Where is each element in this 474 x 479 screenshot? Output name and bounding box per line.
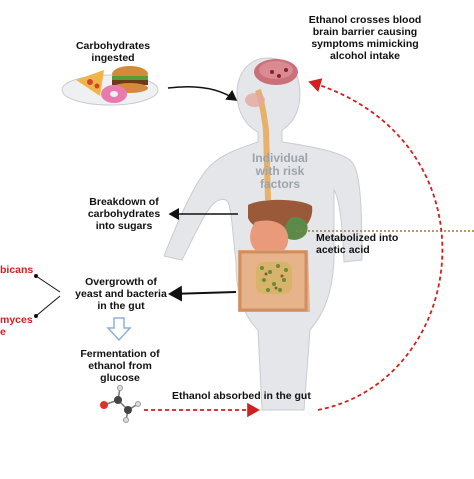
arrow-food-to-mouth <box>167 85 238 101</box>
line-to-candida <box>35 275 61 293</box>
line-to-saccharomyces <box>35 295 61 317</box>
down-arrow-icon <box>106 317 132 342</box>
food-plate-icon <box>61 66 159 106</box>
label-ethanol-absorbed: Ethanol absorbed in the gut <box>172 390 311 402</box>
stomach-icon <box>250 220 289 256</box>
intestine-icon <box>238 250 310 312</box>
arrow-ethanol-to-brain <box>308 78 444 411</box>
arrow-to-overgrowth <box>168 285 237 302</box>
brain-icon <box>254 59 298 85</box>
label-candida: bicans <box>0 264 34 276</box>
ethanol-molecule-icon <box>100 385 141 423</box>
